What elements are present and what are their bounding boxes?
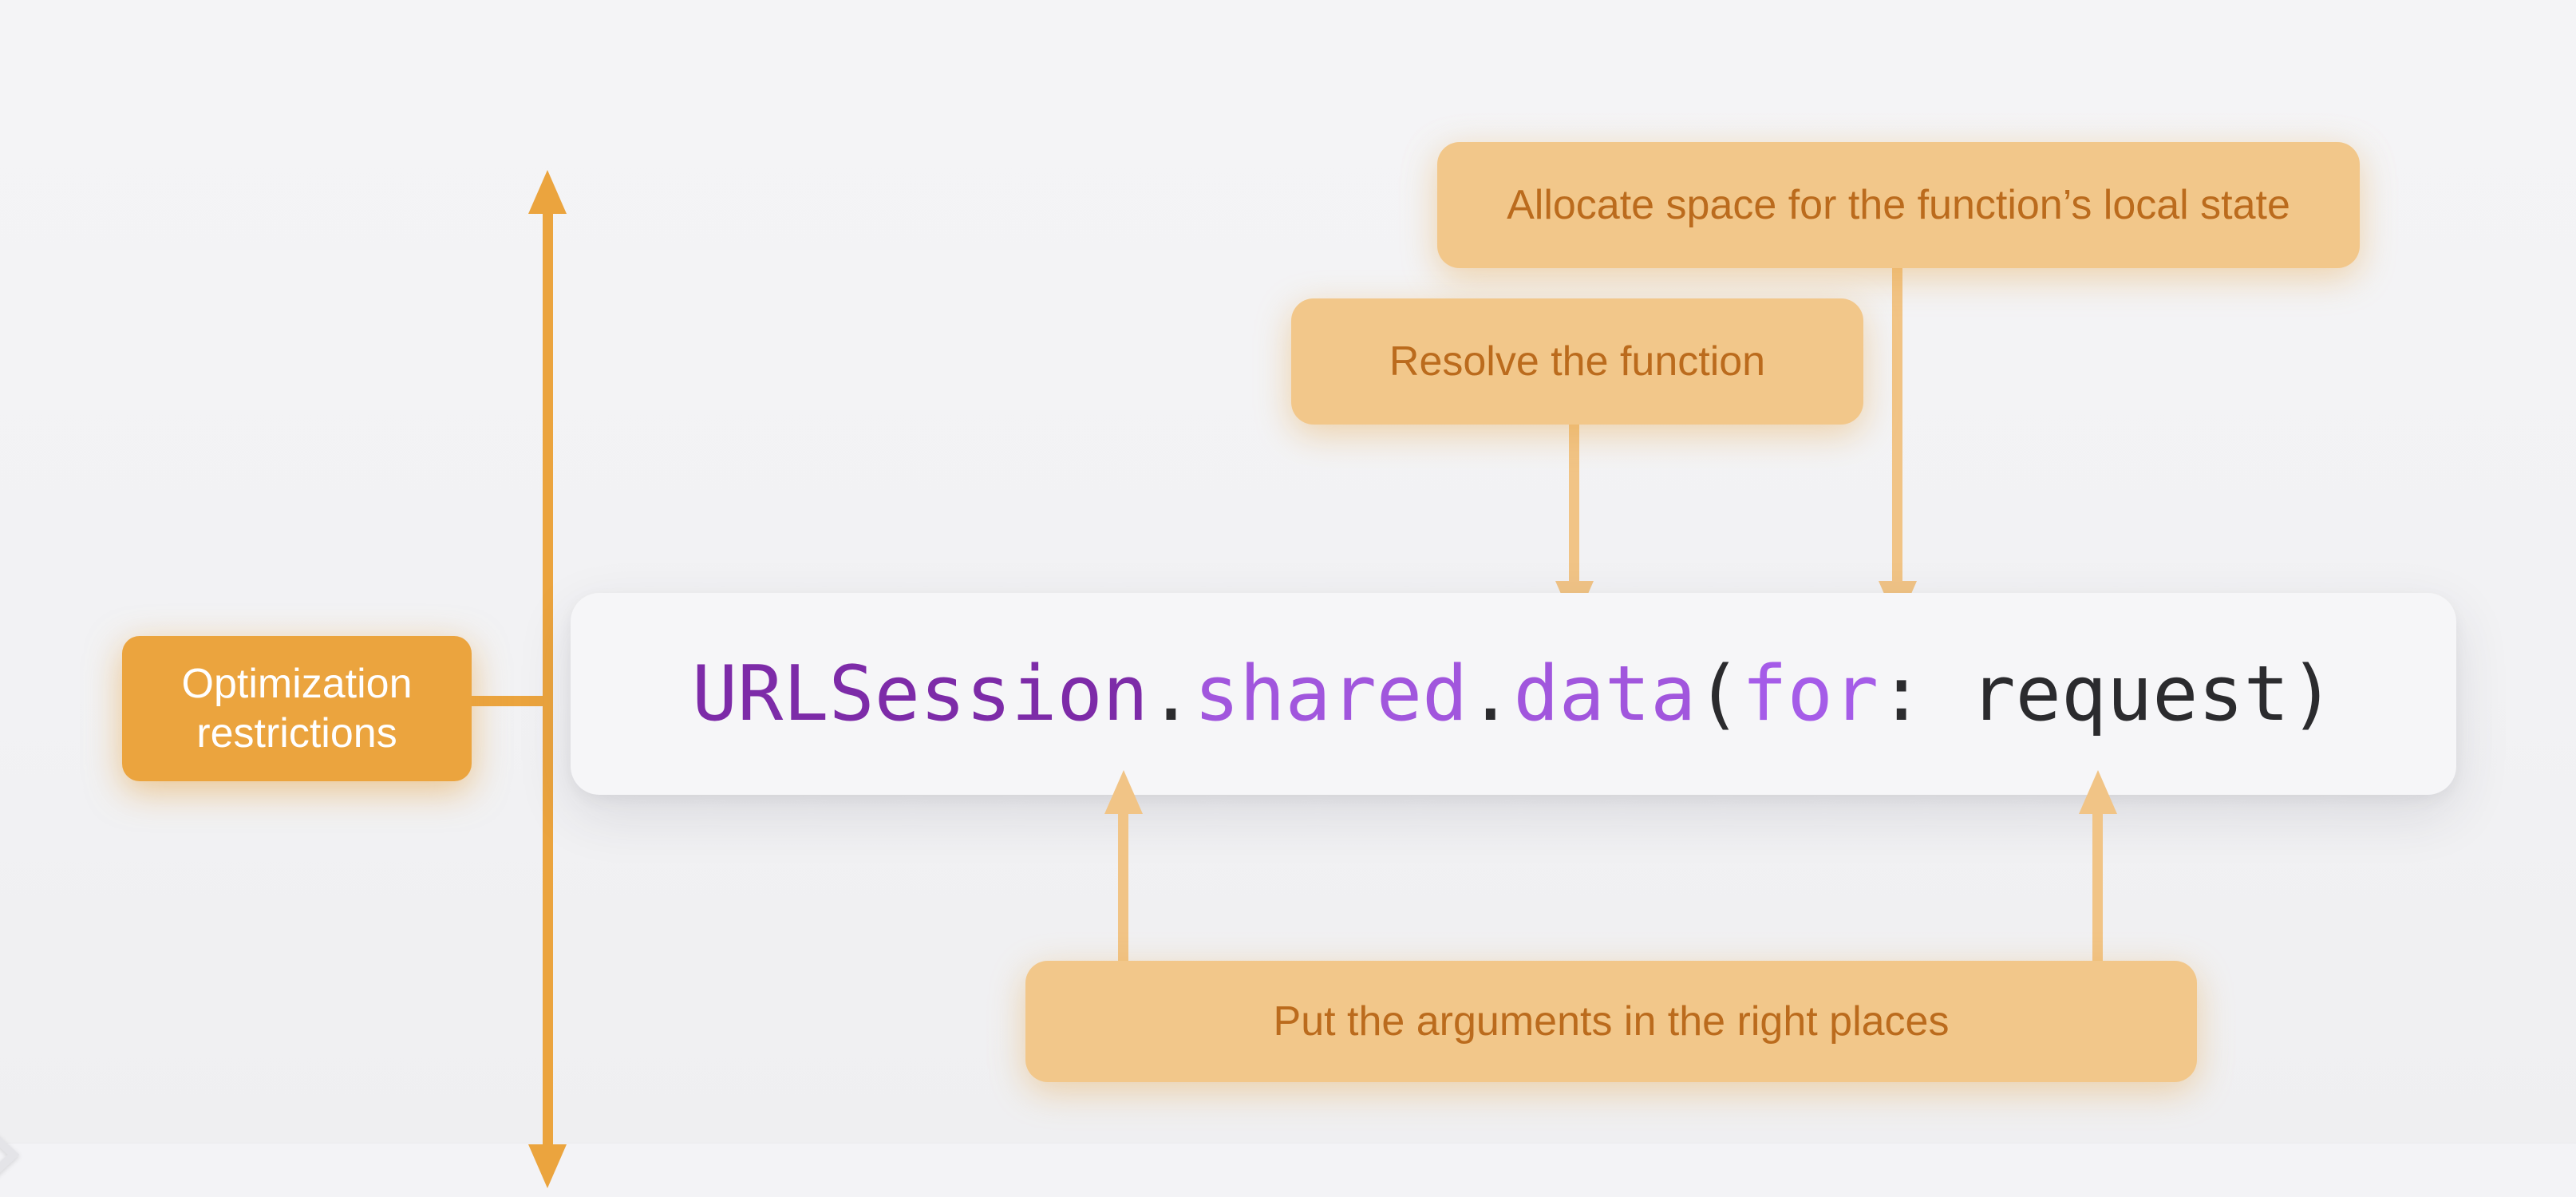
code-token: shared [1194,650,1468,738]
callout-optimization-restrictions: Optimization restrictions [122,636,472,781]
callout-allocate-space: Allocate space for the function’s local … [1437,142,2360,268]
background-lower-band [0,1143,2576,1197]
code-token: URLSession [691,650,1148,738]
resolve-arrow-line [1569,425,1579,585]
code-token: . [1148,650,1195,738]
optimization-span-arrow-line [543,203,553,1155]
next-chevron-icon[interactable] [0,1128,20,1182]
code-token: request [1970,650,2290,738]
callout-optimization-line2: restrictions [196,710,397,757]
arguments-left-arrow-head [1104,770,1143,814]
callout-resolve-label: Resolve the function [1389,338,1766,385]
code-line: URLSession.shared.data(for: request) [692,650,2335,738]
code-token: for [1741,650,1879,738]
arguments-right-arrow-line [2092,810,2103,961]
code-token: data [1513,650,1697,738]
code-panel: URLSession.shared.data(for: request) [571,593,2456,795]
optimization-span-arrow-down-head [528,1144,567,1188]
callout-put-arguments: Put the arguments in the right places [1025,961,2197,1082]
allocate-arrow-line [1892,268,1902,585]
code-token: . [1468,650,1514,738]
arguments-right-arrow-head [2079,770,2117,814]
code-token: ) [2289,650,2336,738]
callout-optimization-line1: Optimization [181,661,413,707]
callout-allocate-label: Allocate space for the function’s local … [1507,182,2290,228]
callout-arguments-label: Put the arguments in the right places [1273,998,1950,1045]
code-token: : [1879,650,1970,738]
callout-optimization-label: Optimization restrictions [182,659,413,758]
callout-resolve-function: Resolve the function [1291,298,1863,425]
optimization-connector-line [459,696,553,706]
code-token: ( [1696,650,1742,738]
arguments-left-arrow-line [1118,810,1128,961]
optimization-span-arrow-up-head [528,170,567,214]
